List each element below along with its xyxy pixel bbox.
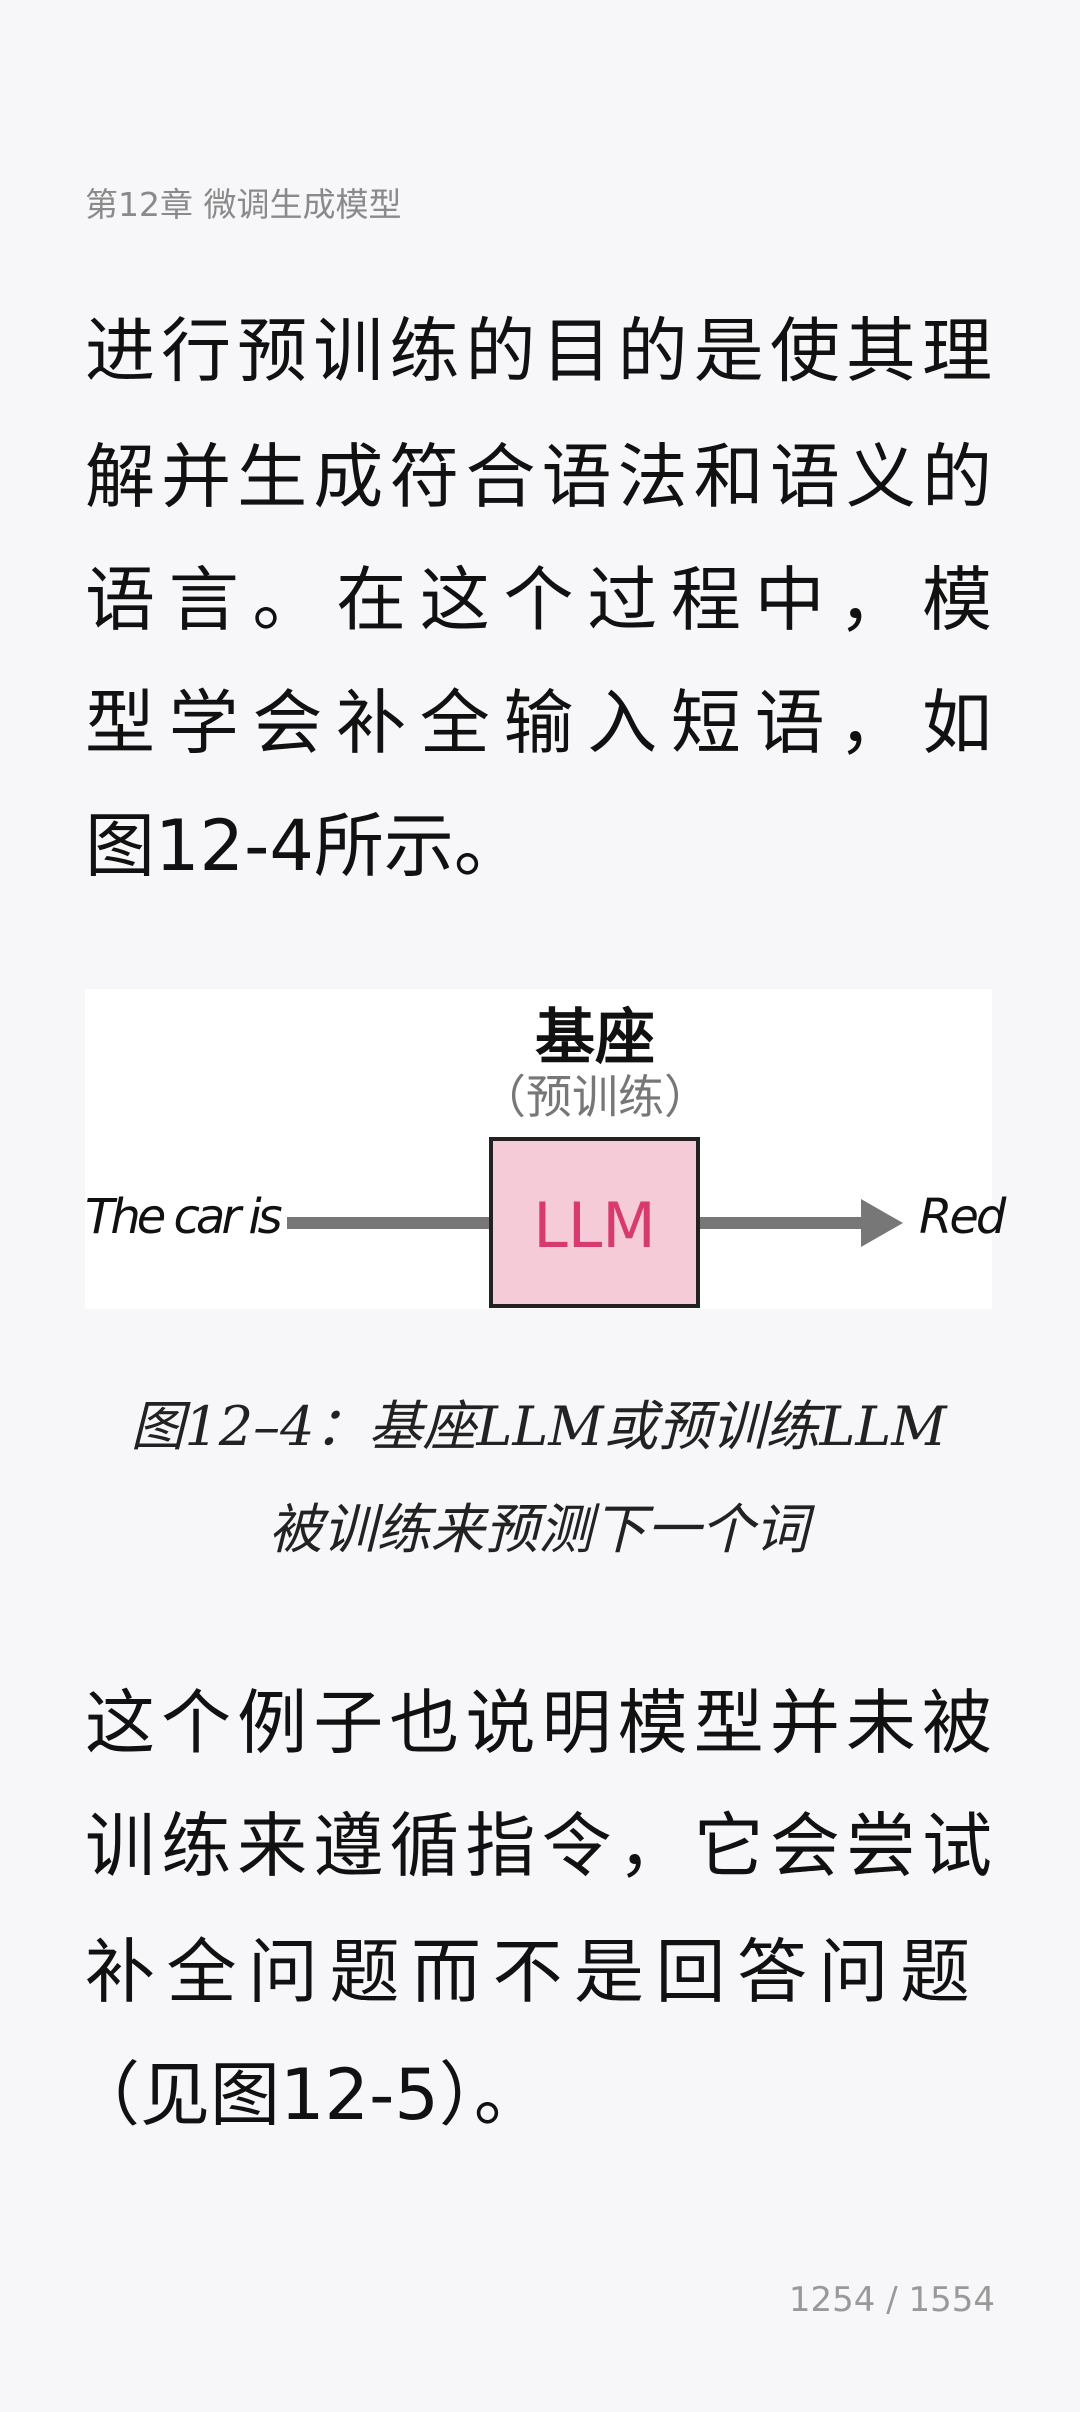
text-line: 解并生成符合语法和语义的 <box>85 436 992 518</box>
llm-label: LLM <box>533 1189 656 1262</box>
page-number: 1254 / 1554 <box>788 2280 995 2320</box>
arrow-head-icon <box>861 1199 903 1247</box>
text-line: 训练来遵循指令，它会尝试 <box>85 1805 992 1887</box>
output-arrow-line <box>700 1217 865 1229</box>
text-line: 图12-4所示。 <box>85 805 524 887</box>
text-line: 进行预训练的目的是使其理 <box>85 310 992 392</box>
chapter-title: 第12章 微调生成模型 <box>85 185 402 224</box>
figure-title: 基座 <box>535 1003 655 1073</box>
figure-caption-line: 被训练来预测下一个词 <box>268 1498 809 1561</box>
figure-caption-line: 图12–4：基座LLM或预训练LLM <box>130 1395 947 1458</box>
input-text: The car is <box>85 1189 283 1245</box>
llm-box: LLM <box>489 1137 700 1308</box>
text-line: 补全问题而不是回答问题 <box>85 1931 970 2013</box>
figure-12-4: 基座 （预训练） The car is LLM Red <box>85 989 1006 1309</box>
input-arrow-line <box>287 1217 489 1229</box>
text-line: 语言。在这个过程中，模 <box>85 559 992 641</box>
text-line: 型学会补全输入短语，如 <box>85 682 992 764</box>
text-line: （见图12-5）。 <box>70 2054 544 2136</box>
text-line: 这个例子也说明模型并未被 <box>85 1682 992 1764</box>
figure-subtitle: （预训练） <box>480 1070 710 1124</box>
output-text: Red <box>919 1189 1006 1245</box>
